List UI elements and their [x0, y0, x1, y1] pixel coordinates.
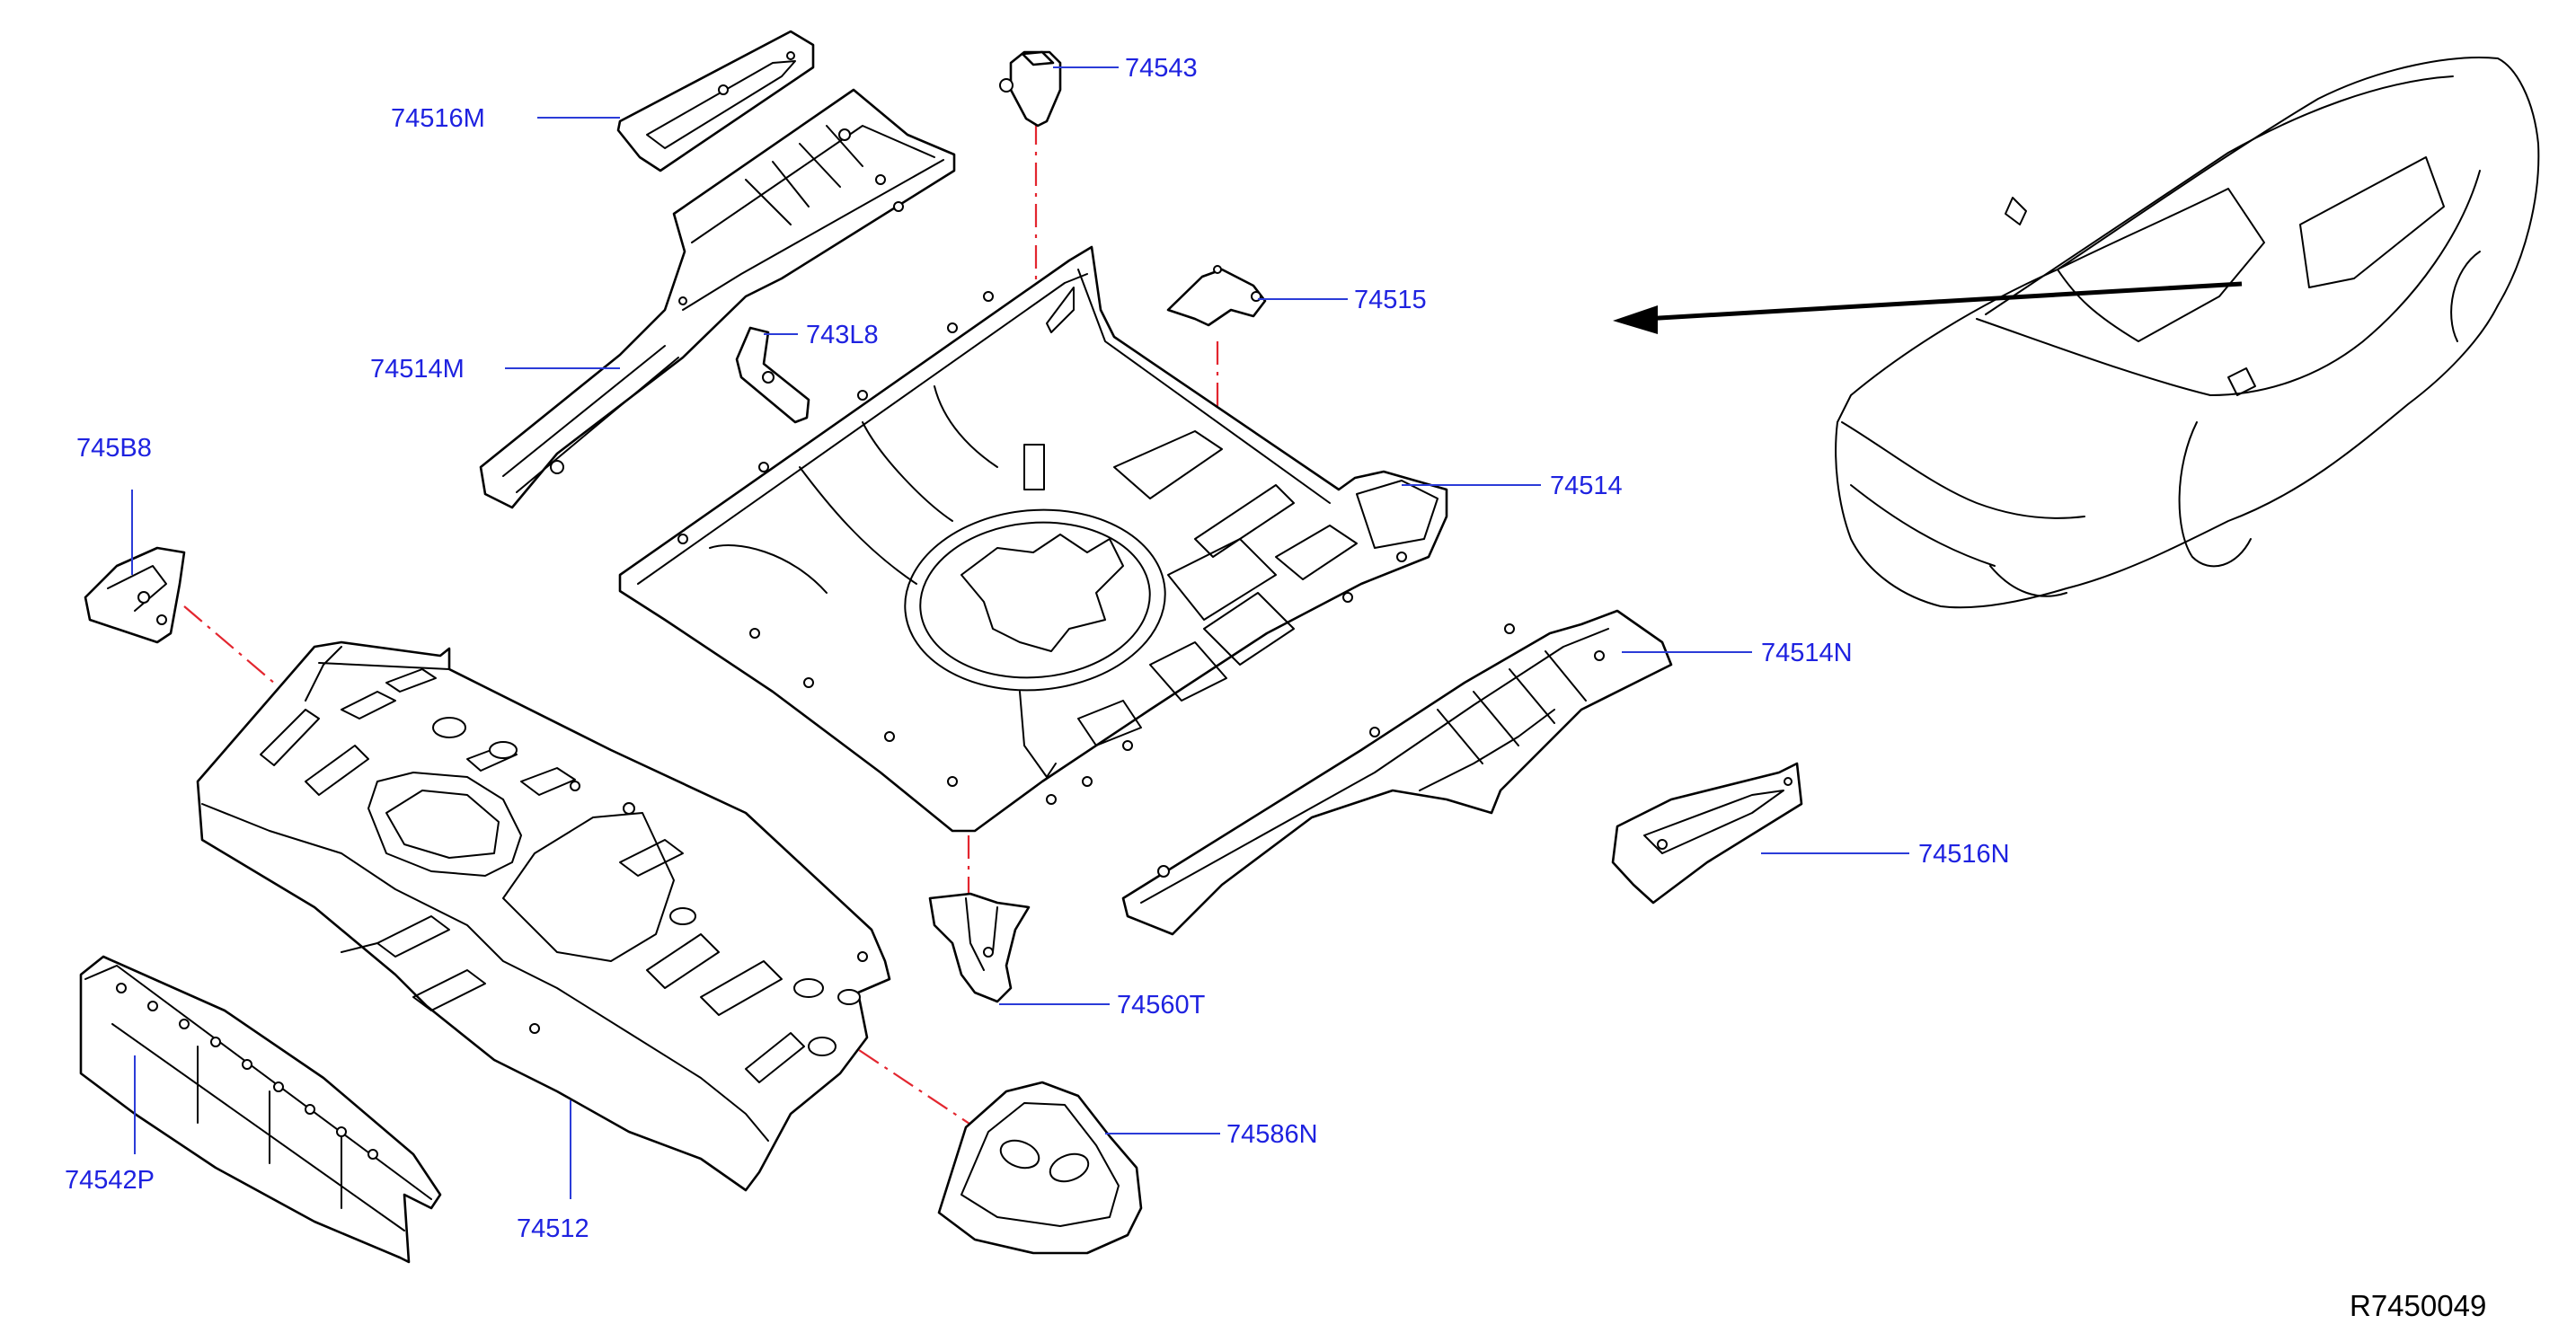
callout-74586N: 74586N	[1226, 1120, 1318, 1149]
part-74516N[interactable]	[1611, 762, 1803, 905]
leader-lines	[131, 66, 1909, 1199]
part-743L8[interactable]	[735, 326, 810, 424]
callout-74514N: 74514N	[1761, 639, 1853, 667]
callout-74516M: 74516M	[391, 104, 485, 133]
callout-743L8: 743L8	[806, 321, 879, 349]
reference-code: R7450049	[2350, 1289, 2486, 1322]
part-74512[interactable]	[196, 640, 891, 1192]
part-74516M[interactable]	[616, 30, 815, 172]
callout-74514M: 74514M	[370, 355, 465, 384]
part-74514M[interactable]	[479, 88, 956, 509]
callout-74542P: 74542P	[65, 1166, 155, 1195]
part-74515[interactable]	[1166, 265, 1267, 327]
part-74560T[interactable]	[928, 892, 1031, 1003]
part-745B8[interactable]	[84, 546, 186, 644]
part-74514[interactable]	[618, 245, 1448, 833]
callout-74512: 74512	[517, 1214, 589, 1243]
part-74586N[interactable]	[937, 1081, 1143, 1255]
callout-74543: 74543	[1125, 54, 1198, 83]
part-74514N[interactable]	[1121, 609, 1673, 936]
part-74542P[interactable]	[79, 955, 442, 1264]
callout-74560T: 74560T	[1117, 991, 1206, 1020]
callout-74515: 74515	[1354, 286, 1427, 314]
callout-labels: 74516M 74514M 743L8 74543 74515 74514 74…	[65, 54, 2010, 1243]
direction-arrow	[1613, 281, 2243, 334]
callout-74514: 74514	[1550, 472, 1623, 500]
callout-74516N: 74516N	[1918, 840, 2010, 869]
callout-745B8: 745B8	[76, 434, 152, 463]
part-74543[interactable]	[999, 50, 1062, 128]
vehicle-illustration	[1835, 57, 2540, 609]
